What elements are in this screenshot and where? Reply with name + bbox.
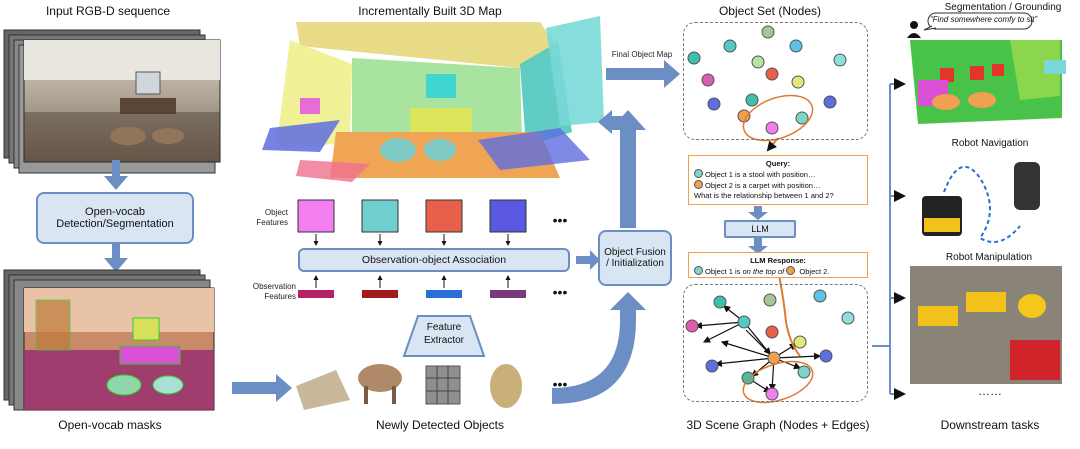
teal-dot-icon [694, 169, 703, 179]
observation-features-line-1: Observation [252, 282, 296, 291]
llm-box: LLM [724, 220, 796, 238]
response-post-wrap [784, 266, 797, 276]
observation-feature-bar [490, 290, 526, 298]
query-line-2-text: Object 2 is a carpet with position… [705, 181, 821, 191]
fusion-line-1: Object Fusion [604, 247, 666, 258]
down-arrow-1 [104, 160, 128, 190]
observations-ellipsis: ••• [552, 284, 568, 300]
response-pointer [777, 269, 801, 357]
label-observation-features: Observation Features [244, 282, 296, 301]
query-title: Query: [765, 159, 791, 168]
object-feature-squares [297, 199, 527, 246]
rgbd-frame-stack [3, 29, 221, 174]
llm-response-box: LLM Response: Object 1 is on the top of … [688, 252, 868, 278]
caption-object-set: Object Set (Nodes) [718, 4, 822, 18]
association-box: Observation-object Association [298, 248, 570, 272]
query-line-2: Object 2 is a carpet with position… [694, 180, 862, 191]
arrow-masks-to-objects [232, 374, 292, 402]
object-fusion-box: Object Fusion / Initialization [598, 230, 672, 286]
arrow-query-to-llm [748, 206, 768, 220]
caption-3d-map: Incrementally Built 3D Map [358, 4, 502, 18]
manipulation-robot [918, 292, 1060, 380]
query-quote-text: “Find somewhere comfy to sit” [930, 15, 1038, 24]
downstream-bracket [872, 78, 906, 400]
downstream-more: …… [978, 384, 1002, 398]
scene-graph-panel [683, 284, 868, 402]
query-bubble-tail [923, 25, 937, 31]
newly-detected-object-images [296, 364, 522, 410]
response-post: Object 2. [797, 267, 830, 277]
object-feature-square [297, 199, 335, 233]
caption-segmentation: Segmentation / Grounding [944, 2, 1062, 13]
query-line-1: Object 1 is a stool with position… [694, 169, 862, 180]
object-set-nodes [687, 25, 847, 152]
caption-scene-graph: 3D Scene Graph (Nodes + Edges) [686, 418, 870, 432]
observation-feature-bars [298, 275, 526, 298]
orange-dot-icon [694, 180, 703, 190]
person-icon [907, 21, 921, 38]
query-bubble [927, 12, 1033, 30]
arrow-fusion-to-map [610, 110, 646, 228]
observation-feature-bar [426, 290, 462, 298]
query-line-3: What is the relationship between 1 and 2… [694, 191, 834, 201]
observation-feature-bar [362, 290, 398, 298]
feature-extractor-shape [402, 315, 486, 357]
caption-robot-navigation: Robot Navigation [951, 138, 1029, 149]
arrow-final-object-map [606, 60, 680, 88]
navigation-image [922, 162, 1040, 243]
label-object-features: Object Features [248, 208, 288, 227]
label-final-object-map: Final Object Map [611, 50, 673, 59]
detection-line-2: Detection/Segmentation [56, 218, 174, 230]
extractor-line-1: Feature [426, 322, 462, 333]
object-features-line-2: Features [256, 217, 288, 227]
object-feature-square [425, 199, 463, 233]
teal-dot-icon [694, 266, 703, 276]
object-set-panel [683, 22, 868, 140]
scene-graph-nodes [685, 289, 855, 404]
fusion-line-2: / Initialization [606, 258, 664, 269]
arrow-head-map [598, 110, 628, 134]
orange-dot-icon [786, 266, 796, 276]
observation-features-line-2: Features [264, 291, 296, 301]
caption-masks: Open-vocab masks [58, 418, 162, 432]
point-cloud-map [262, 16, 604, 182]
detection-segmentation-box: Open-vocab Detection/Segmentation [36, 192, 194, 244]
arrow-llm-to-response [748, 238, 768, 254]
query-line-1-text: Object 1 is a stool with position… [705, 170, 816, 180]
response-relation: on the top of [742, 267, 785, 277]
caption-robot-manipulation: Robot Manipulation [945, 252, 1033, 263]
caption-input-sequence: Input RGB-D sequence [45, 4, 171, 18]
feature-extractor-label: Feature Extractor [404, 322, 484, 347]
caption-newly-detected: Newly Detected Objects [375, 418, 505, 432]
response-pre: Object 1 is [705, 267, 743, 277]
response-line: Object 1 is on the top of Object 2. [694, 266, 862, 277]
observation-feature-bar [298, 290, 334, 298]
object-feature-square [361, 199, 399, 233]
caption-downstream: Downstream tasks [940, 418, 1040, 432]
response-title: LLM Response: [750, 256, 806, 265]
object-features-line-1: Object [264, 208, 288, 217]
segmentation-image [910, 40, 1066, 124]
query-box: Query: Object 1 is a stool with position… [688, 155, 868, 205]
objects-ellipsis: ••• [552, 376, 568, 392]
features-ellipsis: ••• [552, 212, 568, 228]
down-arrow-2 [104, 244, 128, 272]
arrow-assoc-to-fusion [576, 250, 600, 270]
extractor-line-2: Extractor [423, 334, 464, 346]
masks-frame-stack [3, 269, 215, 411]
object-feature-square [489, 199, 527, 233]
arrow-objects-to-fusion [552, 292, 646, 404]
detection-line-1: Open-vocab [85, 206, 145, 218]
